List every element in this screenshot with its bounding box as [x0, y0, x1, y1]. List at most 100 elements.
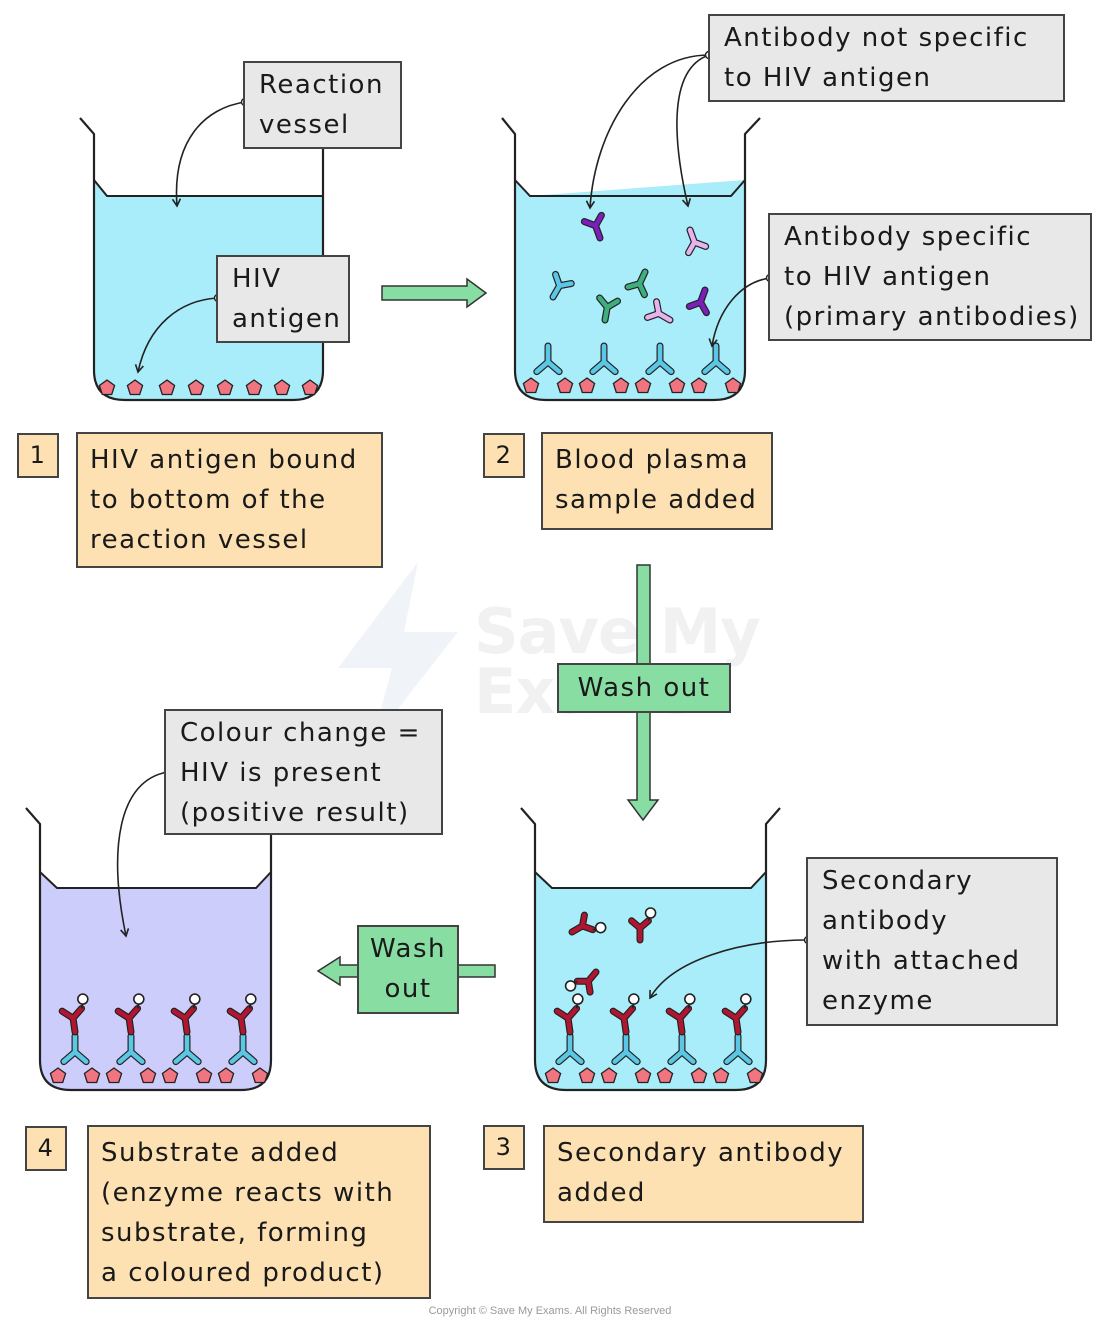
antibody-shape — [116, 1032, 146, 1066]
antibody-shape — [685, 226, 710, 257]
secondary-antibody-shape — [58, 993, 89, 1036]
wash-out-label-down: Wash out — [557, 663, 731, 713]
antibody-shape — [549, 270, 575, 301]
antibody-shape — [685, 286, 710, 317]
hiv-antigen-shape — [578, 1067, 596, 1084]
hiv-antigen-shape — [139, 1067, 157, 1084]
hiv-antigen-shape — [195, 1067, 213, 1084]
hiv-antigen-shape — [126, 379, 144, 396]
label-hiv-antigen: HIV antigen — [216, 255, 350, 343]
step-text-4: Substrate added (enzyme reacts with subs… — [87, 1125, 431, 1299]
secondary-antibody-shape — [665, 993, 696, 1036]
hiv-antigen-shape — [612, 377, 630, 394]
hiv-antigen-shape — [656, 1067, 674, 1084]
step-text-3: Secondary antibody added — [543, 1125, 864, 1223]
label-antibody-not-specific: Antibody not specific to HIV antigen — [708, 14, 1065, 102]
antibody-shape — [555, 1032, 585, 1066]
secondary-antibody-shape — [553, 993, 584, 1036]
antibody-shape — [228, 1032, 258, 1066]
secondary-antibody-shape — [628, 907, 657, 944]
enzyme-shape — [628, 993, 640, 1005]
antibody-shape — [533, 342, 563, 376]
secondary-antibody-shape — [114, 993, 145, 1036]
secondary-antibody-shape — [170, 993, 201, 1036]
hiv-antigen-shape — [187, 379, 205, 396]
antibody-shape — [60, 1032, 90, 1066]
hiv-antigen-shape — [83, 1067, 101, 1084]
hiv-antigen-shape — [544, 1067, 562, 1084]
hiv-antigen-shape — [600, 1067, 618, 1084]
hiv-antigen-shape — [668, 377, 686, 394]
antibody-shape — [624, 268, 649, 299]
hiv-antigen-shape — [105, 1067, 123, 1084]
antibody-shape — [723, 1032, 753, 1066]
hiv-antigen-shape — [690, 377, 708, 394]
enzyme-shape — [133, 993, 145, 1005]
enzyme-shape — [594, 921, 607, 934]
enzyme-shape — [245, 993, 257, 1005]
secondary-antibody-shape — [568, 911, 607, 936]
step-number-1: 1 — [17, 433, 59, 478]
beaker-2 — [501, 117, 761, 402]
antibodies-beaker-2 — [522, 211, 742, 394]
hiv-antigen-shape — [578, 377, 596, 394]
hiv-antigen-shape — [634, 1067, 652, 1084]
antibody-shape — [611, 1032, 641, 1066]
label-reaction-vessel: Reaction vessel — [243, 61, 402, 149]
secondary-antibody-shape — [609, 993, 640, 1036]
arrow-right-green — [381, 277, 488, 309]
step-number-2: 2 — [483, 433, 525, 478]
hiv-antigen-shape — [746, 1067, 764, 1084]
hiv-antigen-shape — [634, 377, 652, 394]
hiv-antigen-shape — [301, 379, 319, 396]
hiv-antigen-shape — [712, 1067, 730, 1084]
antibodies-beaker-3 — [544, 907, 764, 1084]
hiv-antigen-shape — [98, 379, 116, 396]
antibody-shape — [667, 1032, 697, 1066]
antibody-shape — [596, 294, 622, 324]
secondary-antibody-shape — [564, 968, 600, 996]
enzyme-shape — [684, 993, 696, 1005]
pointer-lines — [116, 54, 809, 1000]
secondary-antibody-shape — [721, 993, 752, 1036]
hiv-antigen-shape — [217, 1067, 235, 1084]
hiv-antigen-shape — [251, 1067, 269, 1084]
hiv-antigen-shape — [724, 377, 742, 394]
label-secondary-antibody: Secondary antibody with attached enzyme — [806, 857, 1058, 1026]
step-number-4: 4 — [25, 1126, 67, 1171]
beaker-1 — [79, 117, 338, 402]
hiv-antigen-shape — [273, 379, 291, 396]
antibody-shape — [589, 342, 619, 376]
enzyme-shape — [572, 993, 584, 1005]
step-number-3: 3 — [483, 1125, 525, 1170]
enzyme-shape — [740, 993, 752, 1005]
hiv-antigen-shape — [522, 377, 540, 394]
antibodies-beaker-4 — [49, 993, 269, 1084]
hiv-antigen-shape — [216, 379, 234, 396]
beaker-4 — [25, 807, 286, 1092]
antigens-beaker-1 — [98, 379, 319, 396]
enzyme-shape — [189, 993, 201, 1005]
copyright-text: Copyright © Save My Exams. All Rights Re… — [428, 1305, 672, 1317]
enzyme-shape — [564, 980, 577, 992]
secondary-antibody-shape — [226, 993, 257, 1036]
hiv-antigen-shape — [158, 379, 176, 396]
enzyme-shape — [77, 993, 89, 1005]
hiv-antigen-shape — [161, 1067, 179, 1084]
step-text-1: HIV antigen bound to bottom of the react… — [76, 432, 383, 568]
antibody-shape — [701, 342, 731, 376]
enzyme-shape — [644, 907, 657, 919]
hiv-antigen-shape — [556, 377, 574, 394]
antibody-shape — [643, 298, 674, 324]
antibody-shape — [172, 1032, 202, 1066]
wash-out-label-left: Wash out — [357, 925, 459, 1014]
label-colour-change: Colour change = HIV is present (positive… — [164, 709, 443, 835]
hiv-antigen-shape — [690, 1067, 708, 1084]
step-text-2: Blood plasma sample added — [541, 432, 773, 530]
watermark-line1: Save My — [474, 595, 761, 668]
hiv-antigen-shape — [245, 379, 263, 396]
label-antibody-specific: Antibody specific to HIV antigen (primar… — [768, 213, 1092, 341]
